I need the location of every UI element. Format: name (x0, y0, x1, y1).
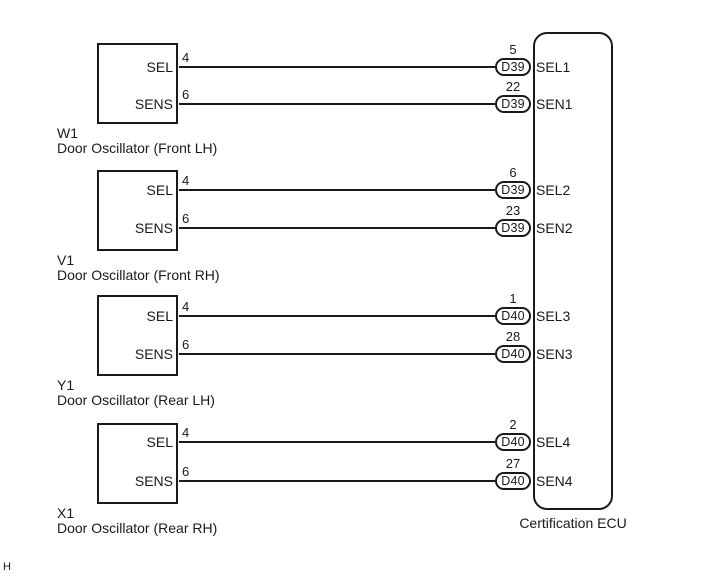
wire-sel (179, 315, 495, 317)
connector-oval-sel: D39 (495, 58, 531, 76)
box-pin-number-sens: 6 (182, 464, 190, 479)
ecu-signal-label-sel: SEL2 (536, 182, 571, 198)
wire-sens (179, 353, 495, 355)
ecu-signal-label-sens: SEN1 (536, 96, 573, 112)
ecu-pin-number-sens: 22 (505, 79, 521, 94)
connector-oval-sel: D39 (495, 181, 531, 199)
oscillator-designator: X1 (57, 505, 75, 521)
oscillator-designator: W1 (57, 125, 78, 141)
oscillator-designator: V1 (57, 252, 75, 268)
footer-mark: H (3, 561, 11, 573)
connector-oval-sens: D39 (495, 219, 531, 237)
box-pin-number-sel: 4 (182, 425, 190, 440)
box-pin-number-sens: 6 (182, 87, 190, 102)
ecu-pin-number-sel: 2 (509, 417, 517, 432)
oscillator-box: SEL SENS (97, 170, 178, 251)
port-label-sel: SEL (146, 182, 173, 198)
port-label-sel: SEL (146, 59, 173, 75)
ecu-signal-label-sens: SEN3 (536, 346, 573, 362)
wire-sel (179, 441, 495, 443)
wire-sens (179, 480, 495, 482)
oscillator-box: SEL SENS (97, 295, 178, 376)
ecu-pin-number-sel: 1 (509, 291, 517, 306)
oscillator-name: Door Oscillator (Rear RH) (57, 520, 218, 536)
port-label-sel: SEL (146, 308, 173, 324)
ecu-pin-number-sens: 23 (505, 203, 521, 218)
oscillator-designator: Y1 (57, 377, 75, 393)
port-label-sens: SENS (134, 96, 173, 112)
ecu-pin-number-sel: 5 (509, 42, 517, 57)
wire-sel (179, 66, 495, 68)
wire-sens (179, 227, 495, 229)
ecu-pin-number-sel: 6 (509, 165, 517, 180)
port-label-sens: SENS (134, 220, 173, 236)
ecu-signal-label-sel: SEL3 (536, 308, 571, 324)
port-label-sel: SEL (146, 434, 173, 450)
connector-oval-sens: D39 (495, 95, 531, 113)
port-label-sens: SENS (134, 473, 173, 489)
box-pin-number-sens: 6 (182, 337, 190, 352)
wire-sens (179, 103, 495, 105)
oscillator-name: Door Oscillator (Front RH) (57, 267, 220, 283)
certification-ecu-box (533, 32, 613, 510)
ecu-pin-number-sens: 28 (505, 329, 521, 344)
ecu-signal-label-sel: SEL4 (536, 434, 571, 450)
box-pin-number-sel: 4 (182, 50, 190, 65)
oscillator-name: Door Oscillator (Front LH) (57, 140, 218, 156)
box-pin-number-sens: 6 (182, 211, 190, 226)
box-pin-number-sel: 4 (182, 173, 190, 188)
ecu-signal-label-sens: SEN2 (536, 220, 573, 236)
connector-oval-sel: D40 (495, 307, 531, 325)
oscillator-box: SEL SENS (97, 43, 178, 124)
connector-oval-sel: D40 (495, 433, 531, 451)
connector-oval-sens: D40 (495, 472, 531, 490)
ecu-label: Certification ECU (519, 515, 627, 531)
oscillator-name: Door Oscillator (Rear LH) (57, 392, 215, 408)
port-label-sens: SENS (134, 346, 173, 362)
connector-oval-sens: D40 (495, 345, 531, 363)
box-pin-number-sel: 4 (182, 299, 190, 314)
ecu-signal-label-sens: SEN4 (536, 473, 573, 489)
ecu-signal-label-sel: SEL1 (536, 59, 571, 75)
ecu-pin-number-sens: 27 (505, 456, 521, 471)
wire-sel (179, 189, 495, 191)
oscillator-box: SEL SENS (97, 423, 178, 504)
